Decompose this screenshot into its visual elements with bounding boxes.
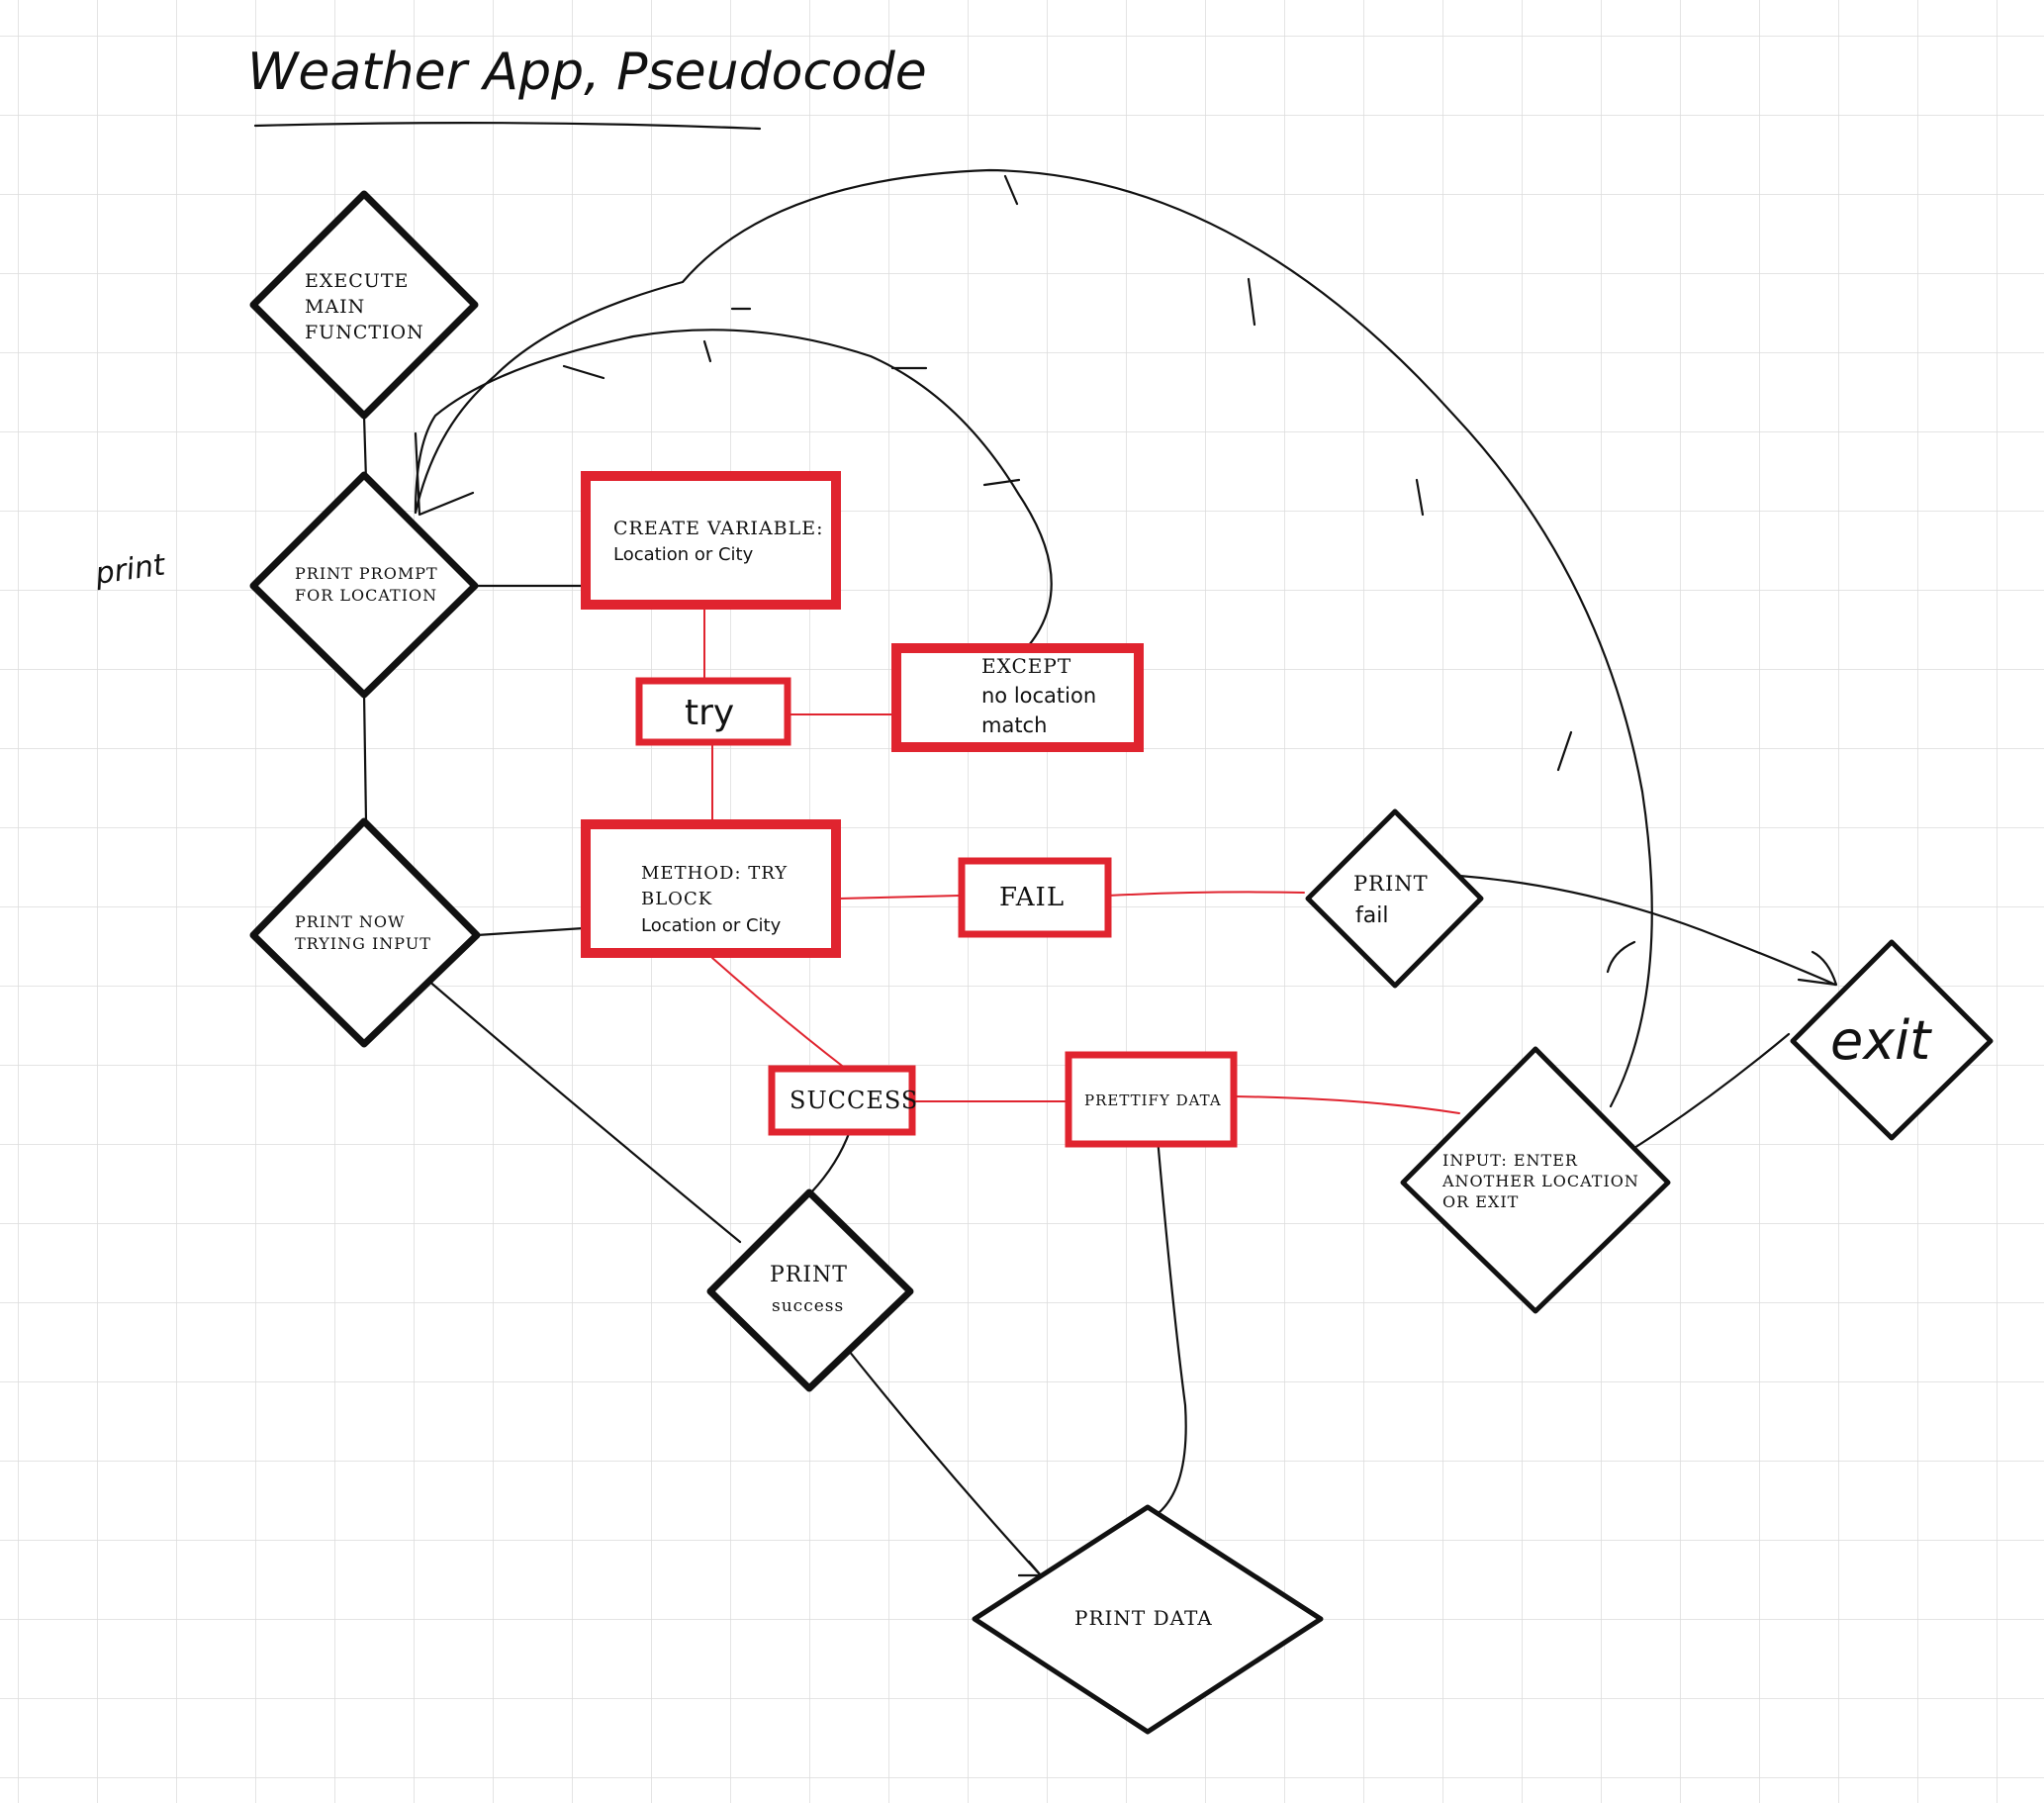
execute-main-line-2: MAIN xyxy=(305,296,365,318)
title-underline xyxy=(253,122,762,131)
print-prompt-line-1: PRINT PROMPT xyxy=(295,564,438,583)
success-box: SUCCESS xyxy=(768,1065,918,1136)
except-box: EXCEPT no location match xyxy=(891,643,1144,752)
create-variable-box: CREATE VARIABLE: Location or City xyxy=(581,471,841,610)
red-connector-prettify-to-input xyxy=(1234,1095,1460,1114)
execute-main-diamond: EXECUTE MAIN FUNCTION xyxy=(249,190,479,420)
print-now-trying-line-2: TRYING INPUT xyxy=(295,934,431,953)
input-enter-line-3: OR EXIT xyxy=(1442,1192,1519,1211)
black-connectors xyxy=(362,168,1838,1577)
execute-main-line-3: FUNCTION xyxy=(305,322,424,343)
red-connector-fail-to-print-fail xyxy=(1107,891,1305,897)
prettify-label: PRETTIFY DATA xyxy=(1084,1091,1222,1109)
method-try-line-2: BLOCK xyxy=(641,889,712,909)
method-try-line-1: METHOD: TRY xyxy=(641,863,788,884)
try-box: try xyxy=(635,677,791,746)
red-connector-method-to-success xyxy=(711,957,847,1070)
connector-trying-to-method xyxy=(475,926,586,937)
except-line-1: EXCEPT xyxy=(981,654,1071,678)
print-now-trying-diamond: PRINT NOW TRYING INPUT xyxy=(249,817,481,1048)
print-success-line-2: success xyxy=(772,1296,844,1316)
print-now-trying-line-1: PRINT NOW xyxy=(295,912,405,931)
print-prompt-diamond: PRINT PROMPT FOR LOCATION xyxy=(249,471,479,699)
prettify-box: PRETTIFY DATA xyxy=(1065,1051,1238,1148)
arrowhead-to-exit xyxy=(1797,950,1838,987)
print-data-label: PRINT DATA xyxy=(1074,1606,1213,1630)
connector-input-to-exit xyxy=(1632,1032,1791,1150)
input-enter-diamond: INPUT: ENTER ANOTHER LOCATION OR EXIT xyxy=(1400,1046,1671,1314)
print-success-line-1: PRINT xyxy=(770,1263,848,1287)
page-title: Weather App, Pseudocode xyxy=(247,43,927,102)
connector-outer-return-loop xyxy=(414,168,1653,1108)
connector-trying-to-print-success xyxy=(425,978,742,1244)
execute-main-line-1: EXECUTE xyxy=(305,270,409,292)
red-connector-method-to-fail xyxy=(838,895,961,900)
try-label: try xyxy=(685,693,734,733)
print-fail-line-2: fail xyxy=(1355,903,1388,928)
red-connectors xyxy=(703,608,1460,1114)
connector-print-success-to-print-data xyxy=(847,1349,1041,1575)
fail-box: FAIL xyxy=(958,857,1112,938)
connector-prettify-to-print-data xyxy=(1156,1136,1187,1514)
method-try-line-3: Location or City xyxy=(641,915,782,936)
except-line-2: no location xyxy=(981,684,1096,708)
create-variable-line-1: CREATE VARIABLE: xyxy=(613,518,824,539)
success-label: SUCCESS xyxy=(790,1087,918,1114)
except-line-3: match xyxy=(981,713,1047,737)
print-prompt-line-2: FOR LOCATION xyxy=(295,586,437,605)
print-fail-diamond: PRINT fail xyxy=(1305,808,1484,989)
connector-except-return-loop xyxy=(414,329,1053,647)
arrowhead-to-prompt xyxy=(414,431,475,517)
exit-diamond: exit xyxy=(1790,939,1994,1141)
print-fail-line-1: PRINT xyxy=(1353,872,1429,896)
print-success-diamond: PRINT success xyxy=(706,1188,914,1392)
connector-print-fail-to-exit xyxy=(1457,874,1837,987)
input-enter-line-2: ANOTHER LOCATION xyxy=(1441,1172,1639,1190)
input-enter-line-1: INPUT: ENTER xyxy=(1442,1151,1578,1170)
exit-label: exit xyxy=(1830,1009,1932,1072)
fail-label: FAIL xyxy=(999,883,1065,912)
method-try-box: METHOD: TRY BLOCK Location or City xyxy=(581,819,841,958)
print-data-diamond: PRINT DATA xyxy=(972,1504,1324,1735)
connector-main-to-prompt xyxy=(362,414,368,482)
connector-prompt-to-trying xyxy=(362,691,368,823)
create-variable-line-2: Location or City xyxy=(613,544,754,565)
